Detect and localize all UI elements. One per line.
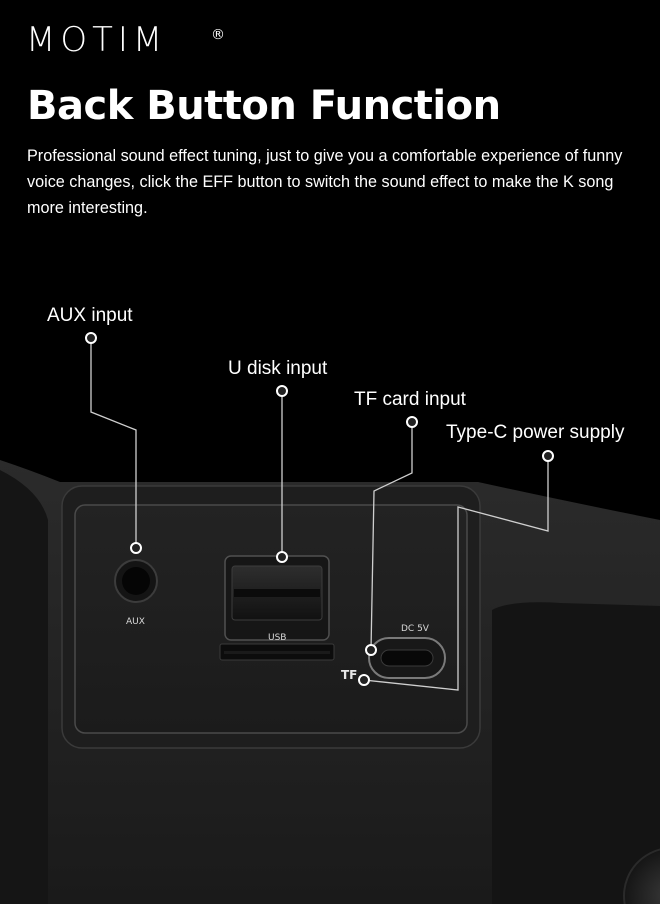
tf-dot-top (406, 416, 418, 428)
right-handle-recess (492, 602, 660, 904)
typec-callout-line (363, 456, 549, 691)
registered-mark: ® (211, 27, 225, 43)
aux-dot-port (130, 542, 142, 554)
left-handle-recess (0, 470, 48, 904)
aux-dot-top (85, 332, 97, 344)
usb-dot-top (276, 385, 288, 397)
tf-port-legend: TF (341, 668, 358, 682)
dc-port-legend: DC 5V (401, 624, 429, 634)
usb-dot-port (276, 551, 288, 563)
tf-callout-line (370, 422, 413, 651)
page-title: Back Button Function (27, 83, 501, 129)
callout-lines (90, 338, 549, 691)
udisk-input-label: U disk input (228, 358, 328, 379)
tf-dot-port (365, 644, 377, 656)
callout-dots (85, 332, 554, 686)
brand-logo: MOTIM (26, 20, 168, 60)
aux-port-legend: AUX (126, 617, 145, 627)
usb-port-legend: USB (268, 633, 287, 643)
typec-power-label: Type-C power supply (446, 422, 625, 443)
typec-dot-top (542, 450, 554, 462)
description-text: Professional sound effect tuning, just t… (27, 147, 623, 217)
speaker-grille (623, 848, 660, 904)
aux-callout-line (90, 338, 137, 548)
tf-card-input-label: TF card input (354, 389, 466, 410)
typec-dot-port (358, 674, 370, 686)
aux-input-label: AUX input (47, 305, 133, 326)
